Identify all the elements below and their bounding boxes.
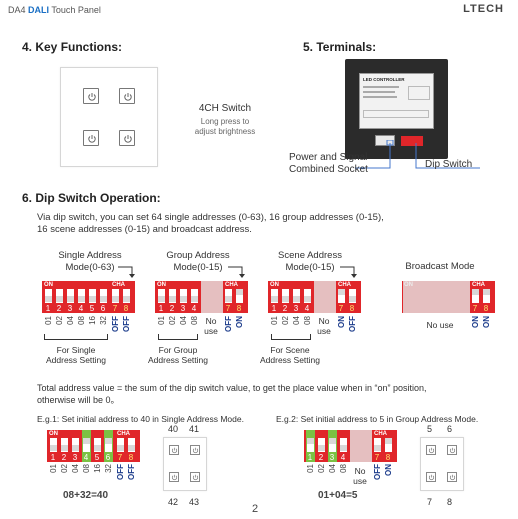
dip-example-1: ON CHA 1 2 3 4 5 6 7 8 — [47, 430, 140, 462]
power-icon — [88, 135, 96, 143]
power-button-4[interactable] — [119, 130, 135, 146]
power-icon — [449, 447, 456, 454]
arrow-down-icon — [118, 266, 135, 278]
group-caption: For Group Address Setting — [147, 345, 208, 365]
power-icon — [192, 447, 199, 454]
terminal-leader-lines — [355, 140, 480, 169]
dip-intro: Via dip switch, you can set 64 single ad… — [37, 212, 384, 235]
scene-mode-title: Scene Address Mode(0-15) — [278, 250, 342, 273]
combined-socket — [375, 135, 395, 146]
dip-operation-title: 6. Dip Switch Operation: — [22, 191, 161, 205]
address-panel-2 — [420, 437, 464, 491]
dip-group: ON CHA 1 2 3 4 7 8 — [155, 281, 248, 313]
example-2-title: E.g.2: Set initial address to 5 in Group… — [276, 414, 479, 424]
brand-logo: LTECH — [463, 3, 504, 15]
page-number: 2 — [252, 503, 259, 515]
power-icon — [449, 474, 456, 481]
broadcast-no-use: No use — [426, 320, 454, 330]
power-icon — [171, 447, 178, 454]
switch-hint: Long press to adjust brightness — [194, 117, 256, 136]
power-button-3[interactable] — [83, 130, 99, 146]
example-1-equation: 08+32=40 — [63, 490, 109, 501]
controller-label: LED CONTROLLER — [359, 73, 434, 129]
power-icon — [428, 447, 435, 454]
header-title: DA4 DALI Touch Panel — [8, 5, 101, 15]
power-icon — [192, 474, 199, 481]
power-icon — [124, 135, 132, 143]
address-panel-1 — [163, 437, 207, 491]
single-mode-title: Single Address Mode(0-63) — [58, 250, 122, 273]
dip-example-2: ON CHA 1 2 3 4 7 8 — [304, 430, 397, 462]
switch-label: 4CH Switch — [198, 103, 252, 114]
terminals-title: 5. Terminals: — [303, 40, 377, 54]
total-address-note: Total address value = the sum of the dip… — [37, 383, 427, 405]
single-caption: For Single Address Setting — [45, 345, 106, 365]
power-button-2[interactable] — [119, 88, 135, 104]
scene-caption: For Scene Address Setting — [259, 345, 320, 365]
socket-label: Power and Signal Combined Socket — [289, 152, 368, 175]
group-no-use: No use — [204, 316, 218, 336]
broadcast-mode-title: Broadcast Mode — [405, 261, 475, 272]
power-icon — [124, 93, 132, 101]
example-1-title: E.g.1: Set initial address to 40 in Sing… — [37, 414, 244, 424]
power-icon — [171, 474, 178, 481]
arrow-down-icon — [340, 266, 357, 278]
arrow-down-icon — [228, 266, 245, 278]
touch-panel-front — [60, 67, 158, 167]
dip-broadcast: ON CHA 7 8 — [402, 281, 495, 313]
power-icon — [428, 474, 435, 481]
example-2-equation: 01+04=5 — [318, 490, 358, 501]
power-icon — [88, 93, 96, 101]
group-mode-title: Group Address Mode(0-15) — [166, 250, 230, 273]
panel-back-view: LED CONTROLLER — [345, 59, 448, 159]
power-button-1[interactable] — [83, 88, 99, 104]
key-functions-title: 4. Key Functions: — [22, 40, 123, 54]
dali-logo-text: DALI — [28, 5, 50, 15]
dip-switch-mini — [401, 136, 423, 146]
dip-single: ON CHA 1 2 3 4 5 6 7 8 — [42, 281, 135, 313]
dip-scene: ON CHA 1 2 3 4 7 8 — [268, 281, 361, 313]
dip-switch-label: Dip Switch — [425, 159, 473, 170]
example-2-no-use: No use — [353, 466, 367, 486]
scene-no-use: No use — [317, 316, 331, 336]
